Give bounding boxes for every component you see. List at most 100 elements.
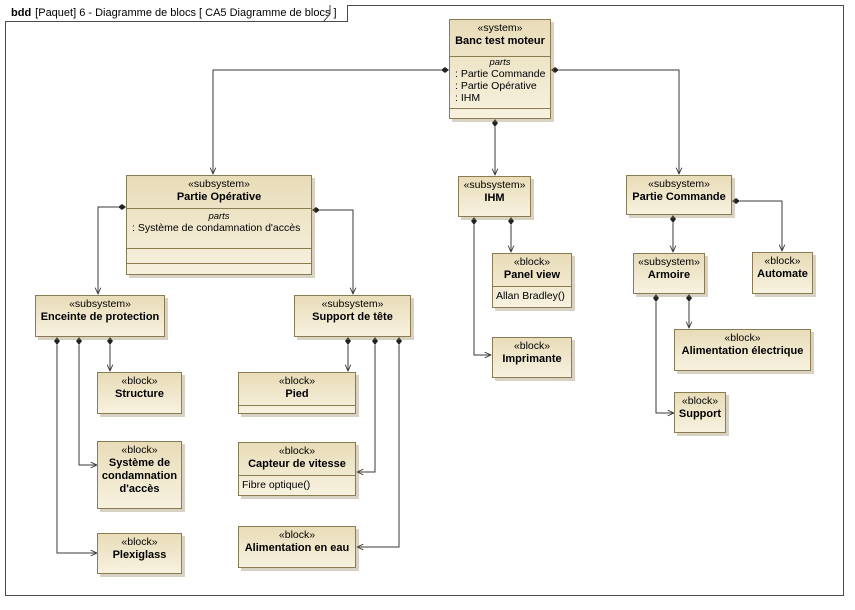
block-pied[interactable]: «block» Pied	[238, 372, 356, 414]
stereotype-label: «block»	[278, 445, 316, 457]
block-structure[interactable]: «block» Structure	[97, 372, 182, 414]
block-name: Armoire	[647, 269, 691, 281]
block-plexiglass[interactable]: «block» Plexiglass	[97, 533, 182, 574]
edge-ihm-imprimante	[473, 225, 491, 355]
parts-title: parts	[489, 57, 511, 68]
stereotype-label: «subsystem»	[188, 178, 250, 190]
block-name-line: Système de	[108, 457, 171, 469]
block-name: Plexiglass	[112, 549, 167, 561]
part-item: : Système de condamnation d'accès	[132, 222, 301, 234]
diamond-pc-armoire	[670, 215, 676, 223]
edge-po-support-tete	[320, 209, 353, 294]
stereotype-label: «subsystem»	[69, 298, 131, 310]
diamond-enceinte-plexiglass	[54, 337, 60, 345]
operations-compartment: Fibre optique()	[239, 475, 355, 495]
diamond-support-alim-eau	[396, 337, 402, 345]
diamond-armoire-alim-elec	[686, 294, 692, 302]
diamond-ihm-panel-view	[508, 217, 514, 225]
block-armoire[interactable]: «subsystem» Armoire	[633, 253, 705, 294]
block-automate[interactable]: «block» Automate	[752, 252, 813, 294]
stereotype-label: «system»	[477, 22, 523, 34]
empty-compartment	[127, 248, 311, 274]
operation-item: Allan Bradley()	[496, 290, 565, 302]
edge-po-enceinte	[98, 206, 118, 294]
frame-tab-notch	[323, 5, 331, 22]
block-name: Panel view	[503, 269, 561, 281]
edge-banc-partie-commande	[559, 69, 679, 174]
block-name: Partie Commande	[632, 191, 726, 203]
block-name: Support	[678, 408, 722, 420]
diamond-banc-ihm	[492, 119, 498, 127]
parts-compartment: parts : Système de condamnation d'accès	[127, 208, 311, 246]
block-alimentation-electrique[interactable]: «block» Alimentation électrique	[674, 329, 811, 371]
block-name: IHM	[484, 192, 505, 204]
block-partie-commande[interactable]: «subsystem» Partie Commande	[626, 175, 732, 215]
diagram-title: [Paquet] 6 - Diagramme de blocs [ CA5 Di…	[35, 7, 337, 19]
operation-item: Fibre optique()	[242, 479, 311, 491]
block-name: Support de tête	[312, 311, 393, 323]
stereotype-label: «block»	[121, 444, 158, 456]
edge-support-alim-eau	[357, 345, 400, 547]
block-name: Pied	[285, 388, 309, 400]
diamond-enceinte-condamnation	[76, 337, 82, 345]
stereotype-label: «block»	[278, 529, 316, 541]
diamond-armoire-support	[653, 294, 659, 302]
diamond-support-capteur	[372, 337, 378, 345]
diagram-frame	[5, 5, 844, 596]
diagram-kind-keyword: bdd	[11, 7, 32, 19]
block-name: Automate	[757, 268, 808, 280]
block-name: Alimentation en eau	[244, 542, 350, 554]
block-name: Capteur de vitesse	[248, 458, 346, 470]
stereotype-label: «subsystem»	[638, 256, 700, 268]
stereotype-label: «block»	[121, 536, 158, 548]
block-alimentation-en-eau[interactable]: «block» Alimentation en eau	[238, 526, 356, 568]
part-item: : Partie Commande	[455, 68, 546, 80]
diamond-support-pied	[345, 337, 351, 345]
block-ihm[interactable]: «subsystem» IHM	[458, 176, 531, 217]
stereotype-label: «block»	[681, 395, 719, 407]
diamond-pc-automate	[732, 198, 740, 204]
block-panel-view[interactable]: «block» Panel view Allan Bradley()	[492, 253, 572, 308]
operations-compartment: Allan Bradley()	[493, 286, 571, 307]
stereotype-label: «block»	[764, 255, 801, 267]
diagram-frame-header: bdd[Paquet] 6 - Diagramme de blocs [ CA5…	[5, 5, 348, 22]
block-name: Alimentation électrique	[681, 345, 804, 357]
diamond-po-support-tete	[312, 207, 320, 213]
block-systeme-de-condamnation-d-acces[interactable]: «block» Système de condamnation d'accès	[97, 441, 182, 509]
block-name: Banc test moteur	[455, 35, 545, 47]
edge-armoire-support	[655, 302, 674, 413]
empty-compartment	[450, 108, 550, 118]
diamond-enceinte-structure	[107, 337, 113, 345]
stereotype-label: «subsystem»	[648, 178, 710, 190]
part-item: : Partie Opérative	[455, 80, 537, 92]
part-item: : IHM	[455, 92, 481, 104]
block-name-line: condamnation	[101, 470, 178, 482]
block-support-de-tete[interactable]: «subsystem» Support de tête	[294, 295, 411, 337]
diamond-po-enceinte	[118, 204, 126, 210]
block-name: Enceinte de protection	[40, 311, 160, 323]
stereotype-label: «subsystem»	[321, 298, 384, 310]
block-banc-test-moteur[interactable]: «system» Banc test moteur parts : Partie…	[449, 19, 551, 119]
edge-banc-partie-operative	[213, 69, 441, 174]
block-partie-operative[interactable]: «subsystem» Partie Opérative parts : Sys…	[126, 175, 312, 275]
block-capteur-de-vitesse[interactable]: «block» Capteur de vitesse Fibre optique…	[238, 442, 356, 496]
block-support[interactable]: «block» Support	[674, 392, 726, 433]
block-name-line: d'accès	[119, 483, 160, 495]
edge-enceinte-condamnation	[78, 345, 97, 465]
stereotype-label: «block»	[278, 375, 316, 387]
stereotype-label: «block»	[513, 256, 551, 268]
stereotype-label: «subsystem»	[463, 179, 526, 191]
stereotype-label: «block»	[513, 340, 551, 352]
diamond-banc-partie-operative	[441, 67, 449, 73]
block-name: Partie Opérative	[176, 191, 262, 203]
parts-compartment: parts : Partie Commande : Partie Opérati…	[450, 56, 550, 106]
empty-compartment	[239, 405, 355, 413]
block-name: Imprimante	[502, 353, 562, 365]
edge-pc-automate	[740, 200, 782, 251]
block-enceinte-de-protection[interactable]: «subsystem» Enceinte de protection	[35, 295, 165, 337]
diamond-ihm-imprimante	[471, 217, 477, 225]
edge-support-capteur	[357, 345, 376, 472]
block-imprimante[interactable]: «block» Imprimante	[492, 337, 572, 378]
diamond-banc-partie-commande	[551, 67, 559, 73]
